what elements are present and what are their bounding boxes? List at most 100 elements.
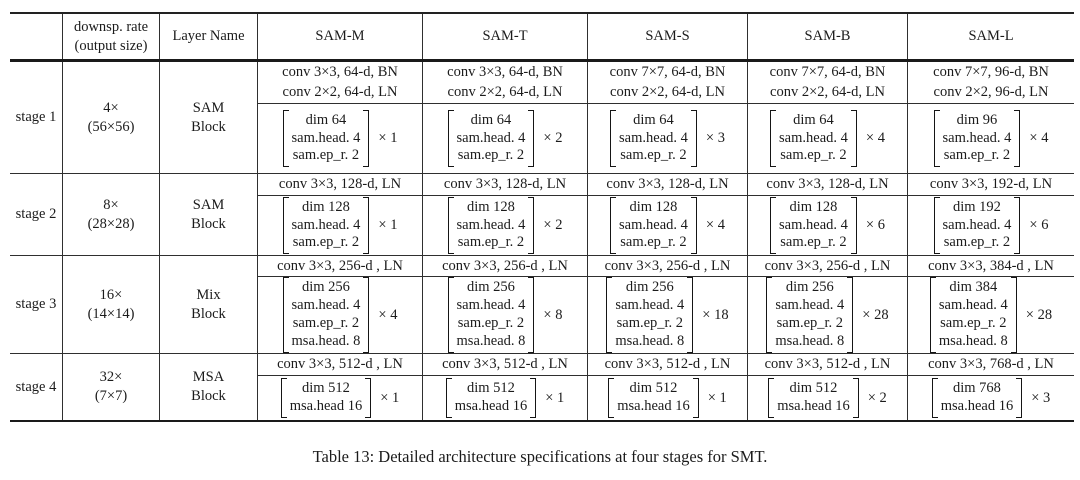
conv-specs: conv 3×3, 256-d , LN — [258, 256, 422, 278]
layer-name-cell: Mix Block — [160, 256, 258, 353]
block-param-line: sam.ep_r. 2 — [620, 147, 687, 164]
block-param-line: sam.ep_r. 2 — [457, 234, 525, 251]
repeat-multiplier: × 3 — [705, 130, 725, 146]
layer-name-line1: Mix — [196, 286, 221, 303]
block-param-line: sam.head. 4 — [456, 216, 526, 233]
stage-label: stage 3 — [10, 256, 63, 353]
block-param-line: sam.ep_r. 2 — [780, 147, 847, 164]
repeat-multiplier: × 6 — [1029, 217, 1049, 233]
block-param-line: sam.ep_r. 2 — [940, 315, 1007, 332]
conv-spec-line: conv 3×3, 512-d , LN — [764, 355, 891, 372]
repeat-multiplier: × 1 — [707, 389, 727, 406]
block-param-line: dim 512 — [466, 380, 515, 397]
block-param-line: dim 256 — [625, 279, 674, 296]
conv-spec-line: conv 3×3, 256-d , LN — [442, 257, 568, 274]
conv-specs: conv 3×3, 256-d , LN — [423, 256, 587, 278]
block-param-line: sam.ep_r. 2 — [292, 315, 360, 332]
layer-name-line2: Block — [191, 305, 226, 322]
conv-spec-line: conv 2×2, 64-d, LN — [610, 83, 725, 100]
block-param-line: sam.head. 4 — [775, 297, 845, 314]
conv-spec-line: conv 3×3, 128-d, LN — [443, 175, 567, 192]
conv-spec-line: conv 3×3, 64-d, BN — [447, 64, 563, 81]
output-size-value: (7×7) — [94, 388, 128, 404]
conv-spec-line: conv 3×3, 64-d, BN — [282, 64, 398, 81]
block-param-line: sam.ep_r. 2 — [780, 234, 847, 251]
conv-spec-line: conv 7×7, 96-d, BN — [933, 64, 1049, 81]
conv-specs: conv 3×3, 512-d , LN — [258, 354, 422, 376]
repeat-multiplier: × 6 — [865, 217, 885, 233]
conv-specs: conv 3×3, 128-d, LN — [588, 174, 747, 196]
layer-name-line1: SAM — [192, 99, 225, 116]
block-param-line: sam.ep_r. 2 — [943, 147, 1011, 164]
header-downsp-rate: downsp. rate (output size) — [63, 14, 160, 59]
block-param-line: sam.head. 4 — [619, 129, 688, 146]
header-model-sam-b: SAM-B — [748, 14, 908, 59]
conv-spec-line: conv 3×3, 256-d , LN — [764, 257, 891, 274]
header-model-sam-l: SAM-L — [968, 28, 1014, 45]
conv-spec-line: conv 3×3, 256-d , LN — [604, 257, 731, 274]
stage-label: stage 4 — [10, 354, 63, 420]
repeat-multiplier: × 2 — [543, 217, 563, 233]
block-param-line: dim 128 — [789, 198, 838, 215]
output-size-value: (56×56) — [87, 118, 135, 135]
block-param-line: sam.head. 4 — [619, 216, 688, 233]
table-caption: Table 13: Detailed architecture specific… — [312, 447, 768, 466]
conv-specs: conv 3×3, 512-d , LN — [748, 354, 907, 376]
downsp-rate-value: 8× — [103, 196, 119, 213]
block-param-line: sam.head. 4 — [942, 216, 1012, 233]
conv-spec-line: conv 3×3, 512-d , LN — [442, 355, 568, 372]
conv-specs: conv 3×3, 768-d , LN — [908, 354, 1074, 376]
block-param-line: msa.head. 8 — [456, 333, 526, 350]
downsp-rate-cell: 16× (14×14) — [63, 256, 160, 353]
repeat-multiplier: × 1 — [380, 389, 400, 406]
block-param-line: dim 64 — [633, 111, 674, 128]
table-header-row: downsp. rate (output size) Layer Name SA… — [10, 14, 1074, 62]
block-param-line: msa.head 16 — [289, 398, 363, 414]
layer-name-line1: SAM — [192, 196, 225, 213]
block-param-line: sam.head. 4 — [291, 216, 361, 233]
block-param-line: dim 384 — [949, 279, 998, 296]
header-model-sam-m: SAM-M — [258, 14, 423, 59]
conv-specs: conv 3×3, 256-d , LN — [748, 256, 907, 278]
downsp-rate-cell: 32× (7×7) — [63, 354, 160, 420]
header-layer-name: Layer Name — [160, 14, 258, 59]
stage-label: stage 1 — [10, 62, 63, 173]
conv-spec-line: conv 3×3, 384-d , LN — [928, 257, 1054, 274]
block-param-line: sam.head. 4 — [779, 129, 848, 146]
repeat-multiplier: × 28 — [1025, 306, 1053, 323]
repeat-multiplier: × 18 — [702, 306, 729, 323]
conv-specs: conv 3×3, 512-d , LN — [588, 354, 747, 376]
conv-spec-line: conv 7×7, 64-d, BN — [769, 64, 886, 81]
